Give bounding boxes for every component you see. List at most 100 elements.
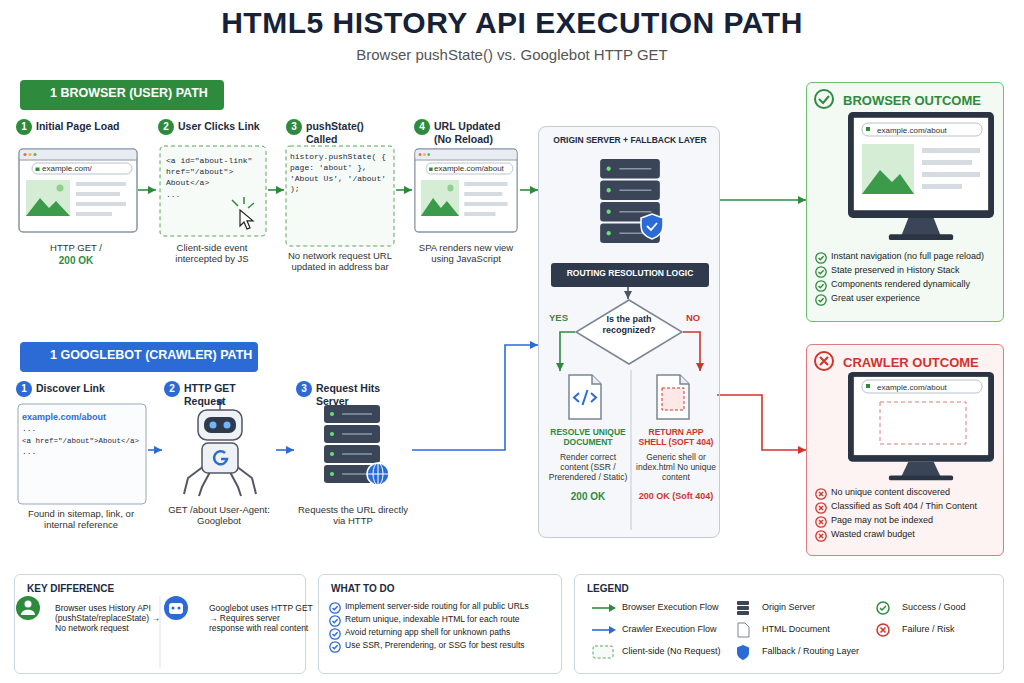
node-text: Page may not be indexed bbox=[831, 515, 1001, 526]
legend-text: Client-side (No Request) bbox=[622, 646, 721, 656]
x-circle bbox=[815, 352, 833, 370]
node-text: 4 bbox=[414, 119, 430, 135]
shield-icon bbox=[641, 214, 663, 239]
node-text: ... bbox=[22, 424, 82, 435]
step-column: 3pushState() Calledhistory.pushState( { … bbox=[284, 118, 396, 283]
legend-sample bbox=[870, 622, 898, 638]
node-text: HTTP GET / bbox=[14, 242, 138, 253]
server-icon bbox=[600, 159, 660, 243]
node-text: URL Updated (No Reload) bbox=[434, 120, 520, 145]
lock-icon bbox=[866, 127, 870, 131]
node-text: Discover Link bbox=[36, 382, 146, 395]
node-text: example.com/about bbox=[877, 382, 981, 393]
list-icon bbox=[329, 615, 341, 627]
legend-text: Failure / Risk bbox=[902, 624, 955, 634]
outcome-panel: CRAWLER OUTCOMEexample.com/aboutNo uniqu… bbox=[806, 344, 1004, 556]
node-text: 1 BROWSER (USER) PATH bbox=[50, 80, 220, 106]
list-icon bbox=[815, 252, 827, 264]
legend-sample bbox=[730, 622, 758, 638]
node-text: 2 bbox=[164, 381, 180, 397]
panel-ground bbox=[806, 344, 1004, 556]
legend-sample bbox=[590, 622, 618, 638]
monitor bbox=[848, 112, 994, 240]
legend-text: Browser Execution Flow bbox=[622, 602, 719, 612]
globe-icon bbox=[367, 463, 389, 485]
url-bar bbox=[862, 123, 982, 136]
list-icon bbox=[815, 502, 827, 514]
legend-text: Success / Good bbox=[902, 602, 966, 612]
legend-sample bbox=[870, 600, 898, 616]
legend-item: Fallback / Routing Layer bbox=[730, 644, 866, 660]
legend-sample bbox=[730, 644, 758, 660]
legend-item: Failure / Risk bbox=[870, 622, 1006, 638]
node-text: Is the path recognized? bbox=[597, 314, 661, 336]
flow-arrow bbox=[138, 189, 156, 191]
node-text: WHAT TO DO bbox=[331, 583, 531, 595]
flow-arrow bbox=[520, 189, 538, 191]
googlebot-robot bbox=[184, 399, 256, 496]
node-text: ... bbox=[22, 447, 82, 458]
flow-arrow bbox=[396, 189, 412, 191]
legend-text: Crawler Execution Flow bbox=[622, 624, 717, 634]
node-text: example.com/about bbox=[434, 163, 514, 174]
flow-arrow bbox=[683, 332, 700, 371]
step-column: 4URL Updated (No Reload) example.com/abou… bbox=[412, 118, 520, 283]
check-circle bbox=[815, 90, 833, 108]
legend-text: Fallback / Routing Layer bbox=[762, 646, 859, 656]
node-text: 200 OK bbox=[547, 491, 629, 503]
node-text: Use SSR, Prerendering, or SSG for best r… bbox=[345, 640, 557, 650]
step-column: 2HTTP GET RequestGET /about User-Agent: … bbox=[162, 380, 276, 540]
node-text: HTTP GET Request bbox=[184, 382, 276, 407]
flow-arrow bbox=[720, 199, 806, 201]
node-text: Browser uses History API (pushState/repl… bbox=[55, 603, 163, 634]
info-box: WHAT TO DOImplement server-side routing … bbox=[318, 574, 562, 674]
node-text: 3 bbox=[296, 381, 312, 397]
empty-shell-mark bbox=[662, 388, 684, 410]
node-text: Components rendered dynamically bbox=[831, 279, 1001, 290]
list-icon bbox=[815, 266, 827, 278]
url-bar bbox=[862, 380, 982, 393]
node-text: ... bbox=[166, 190, 226, 201]
flow-arrow bbox=[148, 449, 162, 451]
node-text: <a id="about-link" href="/about"> About<… bbox=[166, 156, 262, 188]
link-source-box bbox=[18, 404, 146, 504]
document-result: RETURN APP SHELL (SOFT 404)Generic shell… bbox=[635, 371, 717, 531]
node-text: State preserved in History Stack bbox=[831, 265, 1001, 276]
monitor bbox=[848, 372, 994, 480]
edge-label: YES bbox=[547, 312, 570, 324]
routing-bar: ROUTING RESOLUTION LOGIC bbox=[551, 263, 709, 287]
node-text: ROUTING RESOLUTION LOGIC bbox=[551, 263, 709, 283]
legend-item: Crawler Execution Flow bbox=[590, 622, 726, 638]
list-icon bbox=[329, 602, 341, 614]
node-text: Avoid returning app shell for unknown pa… bbox=[345, 627, 557, 637]
node-text: 3 bbox=[286, 119, 302, 135]
flow-arrow bbox=[268, 189, 284, 191]
node-text: pushState() Called bbox=[306, 120, 396, 145]
node-text: Initial Page Load bbox=[36, 120, 138, 133]
list-icon bbox=[329, 641, 341, 653]
legend-sample bbox=[590, 644, 618, 660]
node-text: 1 GOOGLEBOT (CRAWLER) PATH bbox=[50, 342, 254, 368]
step-column: 2User Clicks Link<a id="about-link" href… bbox=[156, 118, 268, 283]
person-icon bbox=[16, 596, 40, 620]
list-icon bbox=[815, 530, 827, 542]
node-text: Found in sitemap, link, or internal refe… bbox=[14, 508, 148, 531]
list-icon bbox=[815, 488, 827, 500]
node-text: example.com/ bbox=[42, 163, 132, 174]
node-text: Return unique, indexable HTML for each r… bbox=[345, 614, 557, 624]
list-icon bbox=[815, 294, 827, 306]
cursor-icon bbox=[232, 197, 254, 229]
step-column: 3Request Hits ServerRequests the URL dir… bbox=[294, 380, 412, 540]
node-text: BROWSER OUTCOME bbox=[843, 93, 993, 109]
node-text: Classified as Soft 404 / Thin Content bbox=[831, 501, 1001, 512]
edge-label: NO bbox=[684, 312, 702, 324]
node-text: LEGEND bbox=[587, 583, 787, 595]
legend-text: HTML Document bbox=[762, 624, 830, 634]
step-column: 1 Initial Page Load example.com/HTTP GET /… bbox=[14, 118, 138, 278]
node-text: RESOLVE UNIQUE DOCUMENT bbox=[547, 427, 629, 447]
legend-sample bbox=[590, 600, 618, 616]
node-text: 1 bbox=[16, 119, 32, 135]
node-text: User Clicks Link bbox=[178, 120, 268, 133]
diagram-caption: Browser pushState() vs. Googlebot HTTP G… bbox=[0, 46, 1024, 63]
